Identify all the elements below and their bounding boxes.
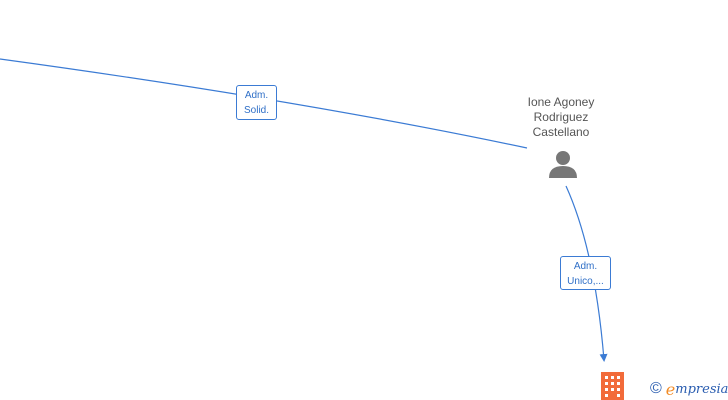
empresia-watermark: © e mpresia	[650, 378, 728, 400]
person-name-line-2: Rodriguez	[533, 110, 589, 124]
edge-label-adm-unico[interactable]: Adm. Unico,...	[560, 256, 611, 290]
company-building-icon[interactable]	[601, 372, 624, 400]
brand-initial: e	[665, 379, 676, 399]
person-name-line-1: Ione Agoney	[527, 95, 595, 109]
edge-label-line-2: Unico,...	[567, 276, 604, 287]
edge-label-line-1: Adm.	[573, 261, 598, 272]
copyright-symbol: ©	[650, 380, 662, 397]
person-name-label[interactable]: Ione Agoney Rodriguez Castellano	[506, 95, 616, 140]
edge-line-1	[0, 58, 528, 149]
brand-name: mpresia	[675, 381, 728, 397]
edge-label-adm-solid[interactable]: Adm. Solid.	[236, 85, 277, 120]
edge-label-line-2: Solid.	[243, 105, 269, 116]
person-icon[interactable]	[549, 151, 577, 178]
person-name-line-3: Castellano	[532, 125, 590, 139]
edge-label-line-1: Adm.	[244, 90, 269, 101]
